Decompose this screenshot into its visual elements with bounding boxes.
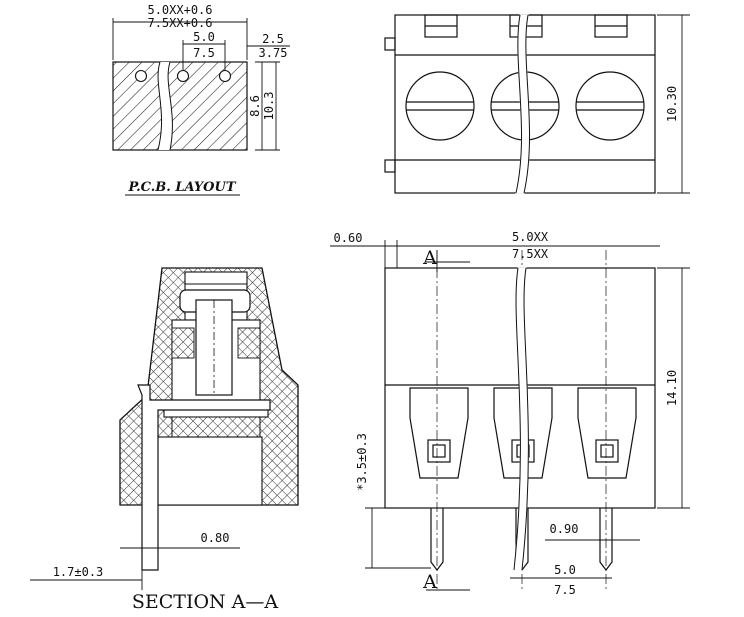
front-dim-pin-pitch-a: 5.0 bbox=[554, 563, 576, 577]
front-dim-pitch-a: 5.0XX bbox=[512, 230, 549, 244]
screw-head-1 bbox=[405, 71, 475, 141]
front-dim-height: 14.10 bbox=[665, 370, 679, 406]
pcb-dim-top-width-b: 7.5XX+0.6 bbox=[147, 16, 212, 30]
section-pin bbox=[137, 384, 271, 571]
front-view: 0.60 5.0XX 7.5XX A A 14.10 *3.5±0.3 0.90… bbox=[330, 230, 690, 597]
pcb-dim-height-b: 10.3 bbox=[262, 92, 276, 121]
section-dim-pin-offset: 1.7±0.3 bbox=[53, 565, 104, 579]
front-dim-side-clearance: 0.60 bbox=[334, 231, 363, 245]
front-wire-entry-1 bbox=[409, 387, 469, 479]
pcb-dim-pitch-a: 5.0 bbox=[193, 30, 215, 44]
section-marker-bottom: A bbox=[422, 571, 437, 593]
pcb-dim-height-a: 8.6 bbox=[248, 95, 262, 117]
top-view-dim-depth: 10.30 bbox=[665, 86, 679, 122]
front-dim-pitch-b: 7.5XX bbox=[512, 247, 549, 261]
section-title: SECTION A—A bbox=[132, 591, 279, 613]
front-dim-pin-width: 0.90 bbox=[550, 522, 579, 536]
pcb-dim-offset-b: 3.75 bbox=[259, 46, 288, 60]
pcb-dim-offset-a: 2.5 bbox=[262, 32, 284, 46]
section-marker-top: A bbox=[422, 247, 437, 269]
top-view bbox=[384, 14, 690, 194]
pcb-dim-top-width-a: 5.0XX+0.6 bbox=[147, 3, 212, 17]
front-dim-pin-pitch-b: 7.5 bbox=[554, 583, 576, 597]
pcb-layout-title: P.C.B. LAYOUT bbox=[127, 180, 236, 195]
section-dim-pin-width: 0.80 bbox=[201, 531, 230, 545]
front-dim-pin-length: *3.5±0.3 bbox=[355, 433, 369, 491]
pcb-layout-view: 5.0XX+0.6 7.5XX+0.6 5.0 7.5 2.5 3.75 8.6… bbox=[112, 3, 290, 196]
front-wire-entry-3 bbox=[577, 387, 637, 479]
pcb-dim-pitch-b: 7.5 bbox=[193, 46, 215, 60]
pcb-hatched-area bbox=[112, 61, 248, 151]
section-view: 1.7±0.3 0.80 SECTION A—A bbox=[30, 267, 299, 613]
screw-head-3 bbox=[575, 71, 645, 141]
